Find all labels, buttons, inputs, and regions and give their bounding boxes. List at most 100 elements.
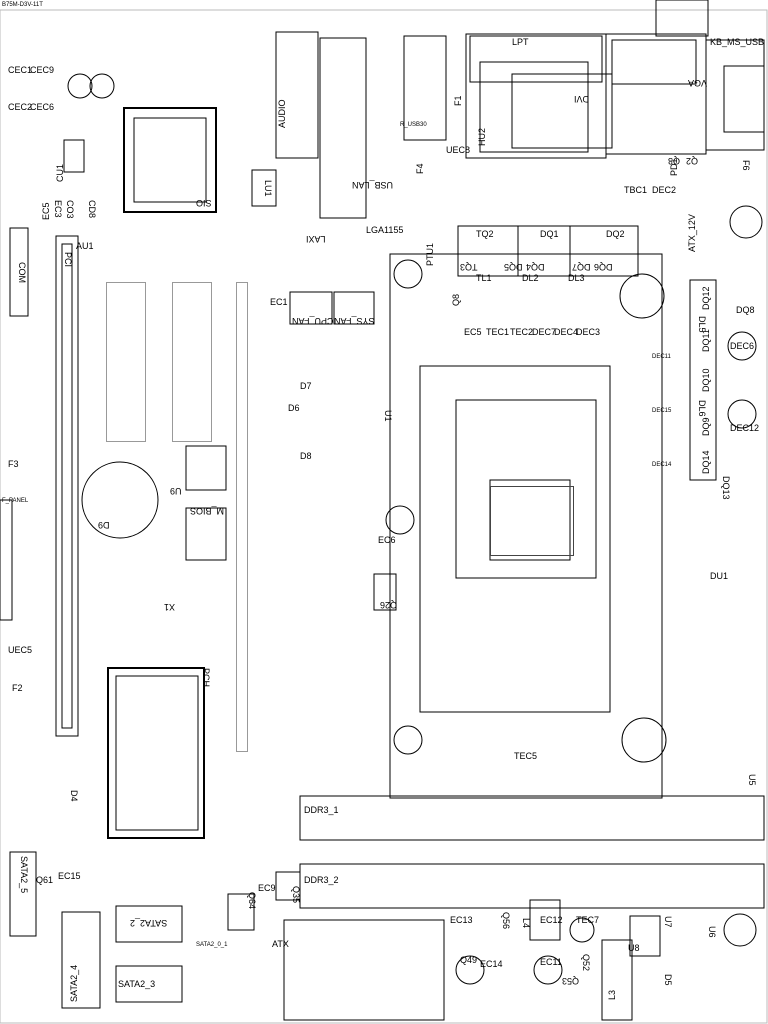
label-dec7: DEC7: [532, 327, 557, 337]
label-dq2: DQ2: [606, 229, 625, 239]
label-f3: F3: [8, 459, 19, 469]
label-cpu-fan: CPU_FAN: [292, 316, 334, 326]
ram-area-left: [106, 282, 146, 442]
label-q56: Q56: [501, 912, 511, 930]
label-lga1155: LGA1155: [366, 225, 404, 235]
label-au1: AU1: [76, 241, 94, 251]
label-dl6: DL6: [697, 400, 707, 417]
label-ec5: EC5: [464, 327, 482, 337]
label-q61: Q61: [36, 875, 54, 885]
label-dec12: DEC12: [730, 423, 760, 433]
label-ec6: EC6: [378, 535, 396, 545]
label-dl2: DL2: [522, 273, 539, 283]
label-u7: U7: [663, 916, 673, 928]
label-dq8: DQ8: [736, 305, 755, 315]
label-hu2: HU2: [477, 127, 487, 146]
label-cec2: CEC2: [8, 102, 33, 112]
label-cec9: CEC9: [30, 65, 55, 75]
label-sata2-2: SATA2_2: [130, 918, 168, 928]
label-uec8: UEC8: [446, 145, 471, 155]
label-dq14: DQ14: [701, 450, 711, 474]
label-laxi: LAXI: [306, 234, 326, 244]
label-dec15: DEC15: [652, 408, 672, 414]
label-dl3: DL3: [568, 273, 585, 283]
label-dq11: DQ11: [701, 329, 711, 352]
label-q64: Q64: [247, 892, 257, 910]
label-dec6: DEC6: [730, 341, 755, 351]
label-ec11: EC11: [540, 957, 562, 967]
label-l3: L3: [607, 989, 617, 1000]
label-ptu1: PTU1: [425, 242, 435, 266]
label-pch: PCH: [201, 668, 211, 688]
label-atx: ATX: [272, 939, 289, 949]
label-u5: U5: [747, 774, 757, 786]
label-tec5: TEC5: [514, 751, 538, 761]
label-d4: D4: [69, 790, 79, 802]
label-dq1: DQ1: [540, 229, 559, 239]
label-q52: Q52: [581, 954, 591, 972]
label-tl1: TL1: [476, 273, 492, 283]
label-ec12: EC12: [540, 915, 563, 925]
label-d6: D6: [288, 403, 300, 413]
label-vga: VGA: [688, 78, 708, 88]
label-sata2-5: SATA2_5: [19, 856, 29, 894]
label-pci: PCI: [63, 252, 73, 268]
label-pd1: PD1: [669, 158, 679, 176]
label-cd8: CD8: [87, 200, 97, 219]
label-dec11: DEC11: [652, 354, 671, 360]
label-ddr3-1: DDR3_1: [304, 805, 339, 815]
label-tec1: TEC1: [486, 327, 510, 337]
label-lu1: LU1: [263, 180, 273, 197]
label-ec13: EC13: [450, 915, 473, 925]
label-dec2: DEC2: [652, 185, 677, 195]
label-uec5: UEC5: [8, 645, 33, 655]
label-tq3: TQ3: [460, 262, 478, 272]
label-d5: D5: [663, 974, 673, 986]
label-com: COM: [17, 262, 27, 283]
label-ec5-left: EC5: [41, 202, 51, 220]
label-dq4: DQ4: [526, 262, 545, 272]
label-du1: DU1: [710, 571, 729, 581]
label-q8: Q8: [451, 293, 461, 306]
label-dvi: DVI: [574, 94, 590, 104]
label-l4: L4: [521, 918, 531, 929]
label-q2: Q2: [686, 156, 699, 166]
label-tec2: TEC2: [510, 327, 534, 337]
label-f1: F1: [453, 95, 463, 106]
label-ddr3-2: DDR3_2: [304, 875, 339, 885]
label-x1: X1: [164, 602, 176, 612]
label-m-bios: M_BIOS: [190, 506, 225, 516]
label-lpt: LPT: [512, 37, 529, 47]
label-sio: SIO: [196, 198, 212, 208]
label-sata2-0-1: SATA2_0_1: [196, 942, 228, 948]
label-f6: F6: [741, 160, 751, 171]
label-dq9: DQ9: [701, 417, 711, 436]
label-dq10: DQ10: [701, 368, 711, 392]
label-tbc1: TBC1: [624, 185, 648, 195]
label-sys-fan: SYS_FAN: [334, 316, 375, 326]
label-dec4: DEC4: [554, 327, 579, 337]
label-ec15: EC15: [58, 871, 81, 881]
label-d8: D8: [300, 451, 312, 461]
label-dq12: DQ12: [701, 286, 711, 310]
label-d7: D7: [300, 381, 312, 391]
label-atx-12v: ATX_12V: [687, 214, 697, 252]
label-kb-ms-usb: KB_MS_USB: [710, 37, 765, 47]
label-ec3: EC3: [53, 200, 63, 218]
pcie-slot: [236, 282, 248, 752]
label-ec1: EC1: [270, 297, 288, 307]
label-u8: U8: [628, 943, 640, 953]
label-q35: Q35: [291, 886, 301, 904]
label-tq2: TQ2: [476, 229, 494, 239]
label-u9: U9: [170, 486, 182, 496]
label-dec14: DEC14: [652, 462, 672, 468]
label-f4: F4: [415, 163, 425, 174]
label-sata2-4: SATA2_4: [69, 964, 79, 1002]
label-q53: Q53: [562, 976, 580, 986]
label-dq5: DQ5: [504, 262, 523, 272]
label-dq7: DQ7: [572, 262, 591, 272]
label-ec14: EC14: [480, 959, 503, 969]
label-q26: Q26: [380, 600, 398, 610]
